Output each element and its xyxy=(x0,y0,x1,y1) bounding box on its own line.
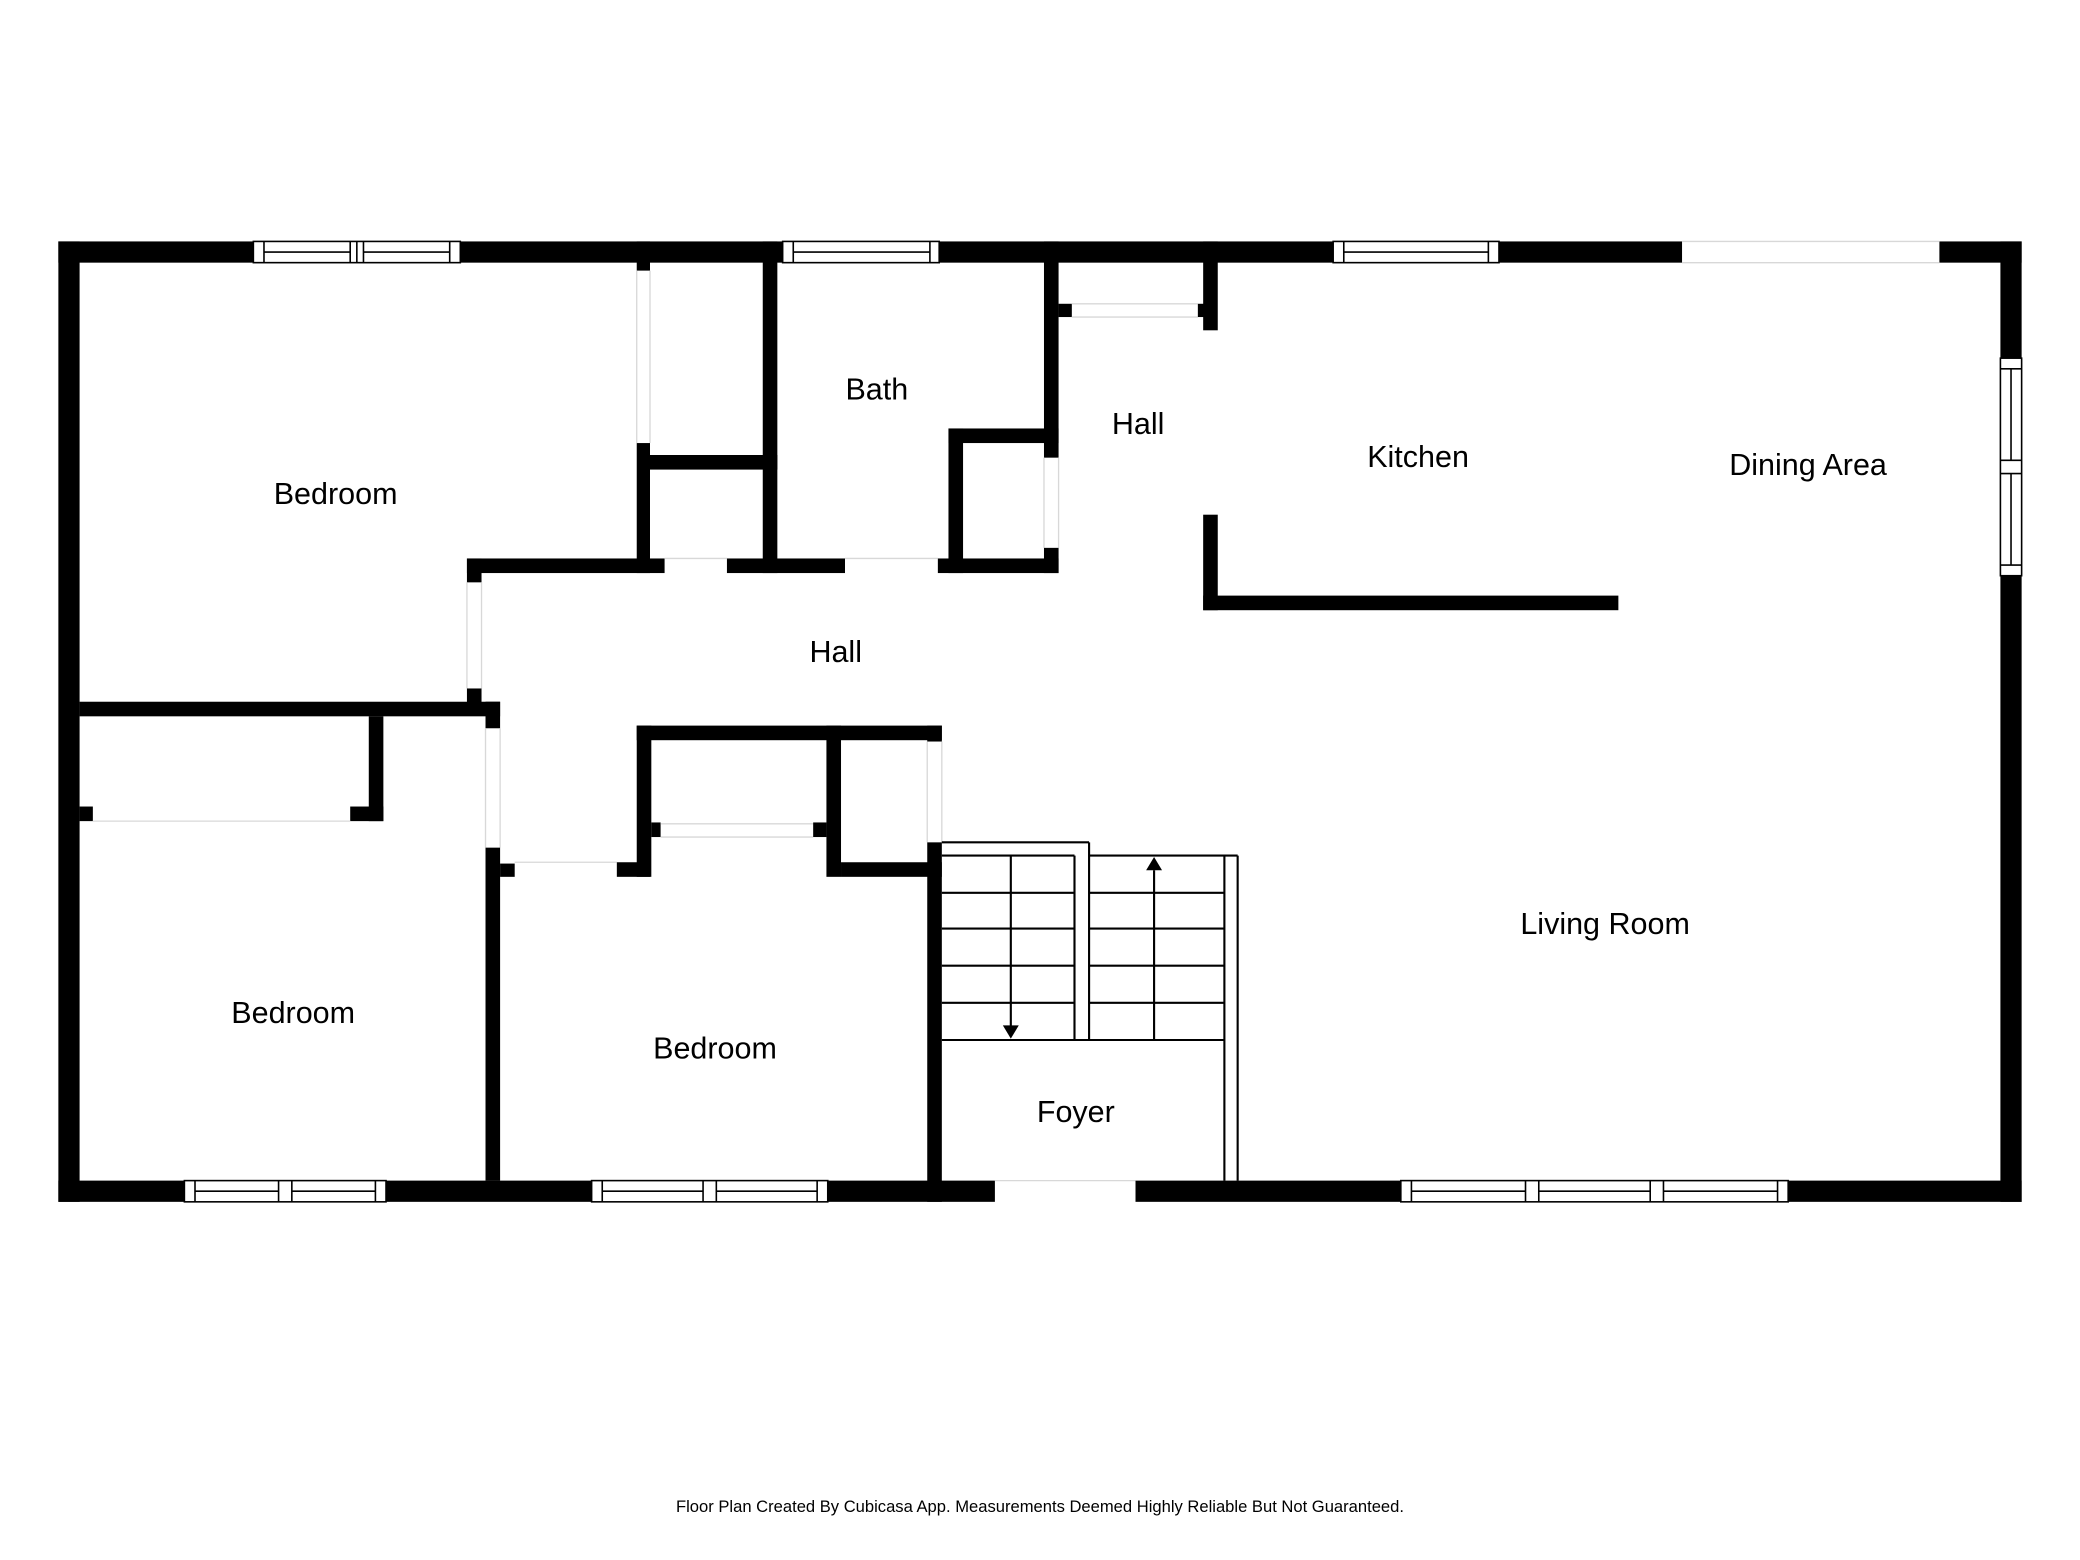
room-label-living-room: Living Room xyxy=(1520,907,1690,941)
exterior-walls xyxy=(58,241,2022,1202)
window-kitchen xyxy=(1332,240,1500,264)
window-bottom-bedroom-middle xyxy=(590,1179,829,1203)
room-label-kitchen: Kitchen xyxy=(1367,440,1469,474)
room-labels: Bedroom Bath Hall Kitchen Dining Area Ha… xyxy=(231,372,1887,1129)
window-bottom-bedroom-left xyxy=(183,1179,387,1203)
windows xyxy=(183,240,2023,1203)
opening-dining-top xyxy=(1682,240,1940,264)
interior-walls xyxy=(79,241,1619,1202)
room-label-bedroom-3: Bedroom xyxy=(653,1032,777,1066)
stair-up-arrow-icon xyxy=(1146,856,1163,871)
stair-down-arrow-icon xyxy=(1002,1025,1019,1039)
room-label-hall-main: Hall xyxy=(809,635,862,669)
window-living-room xyxy=(1400,1179,1789,1203)
window-top-bedroom xyxy=(252,240,462,264)
footer-disclaimer: Floor Plan Created By Cubicasa App. Meas… xyxy=(676,1497,1404,1516)
room-label-bath: Bath xyxy=(845,372,908,406)
room-label-bedroom-1: Bedroom xyxy=(274,477,398,511)
window-dining-right xyxy=(1999,357,2023,577)
room-label-foyer: Foyer xyxy=(1037,1095,1115,1129)
room-label-dining-area: Dining Area xyxy=(1729,448,1887,482)
room-label-hall-upper: Hall xyxy=(1112,407,1165,441)
window-bath xyxy=(781,240,940,264)
room-label-bedroom-2: Bedroom xyxy=(231,996,355,1030)
staircase xyxy=(941,841,1239,1181)
